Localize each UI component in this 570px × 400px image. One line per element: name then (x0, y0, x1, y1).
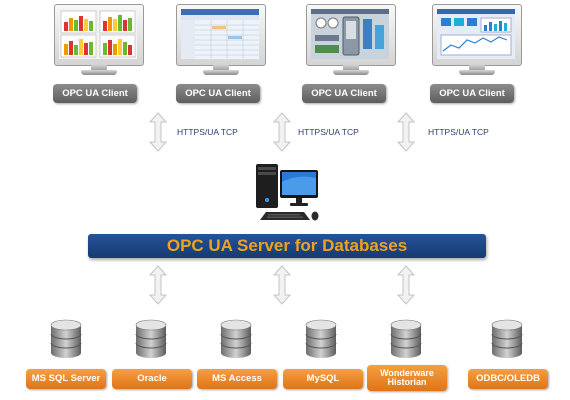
client-monitor-4 (432, 4, 522, 76)
opc-ua-client-button-4[interactable]: OPC UA Client (430, 84, 514, 103)
scada-hmi-icon (311, 9, 389, 59)
double-arrow-icon (149, 112, 167, 152)
db-button-mysql[interactable]: MySQL (283, 369, 363, 389)
double-arrow-icon (397, 112, 415, 152)
gauges-dashboard-icon (59, 9, 137, 59)
double-arrow-icon (273, 265, 291, 305)
db-button-wonderware-historian[interactable]: Wonderware Historian (367, 365, 447, 391)
database-icon (220, 319, 252, 358)
db-button-ms-sql-server[interactable]: MS SQL Server (26, 369, 106, 389)
database-icon (50, 319, 82, 358)
opc-ua-client-button-2[interactable]: OPC UA Client (176, 84, 260, 103)
protocol-label: HTTPS/UA TCP (177, 127, 238, 137)
double-arrow-icon (397, 265, 415, 305)
client-monitor-1 (54, 4, 144, 76)
protocol-label: HTTPS/UA TCP (298, 127, 359, 137)
desktop-computer-icon (256, 164, 319, 221)
opc-ua-client-button-3[interactable]: OPC UA Client (302, 84, 386, 103)
double-arrow-icon (149, 265, 167, 305)
spreadsheet-app-icon (181, 9, 259, 59)
db-button-odbc-oledb[interactable]: ODBC/OLEDB (468, 369, 548, 389)
double-arrow-icon (273, 112, 291, 152)
database-icon (135, 319, 167, 358)
database-icon (491, 319, 523, 358)
db-button-oracle[interactable]: Oracle (112, 369, 192, 389)
analytics-dashboard-icon (437, 9, 515, 59)
opc-ua-server-bar: OPC UA Server for Databases (88, 234, 486, 258)
database-icon (390, 319, 422, 358)
opc-ua-client-button-1[interactable]: OPC UA Client (53, 84, 137, 103)
protocol-label: HTTPS/UA TCP (428, 127, 489, 137)
db-button-ms-access[interactable]: MS Access (197, 369, 277, 389)
client-monitor-3 (306, 4, 396, 76)
database-icon (305, 319, 337, 358)
client-monitor-2 (176, 4, 266, 76)
